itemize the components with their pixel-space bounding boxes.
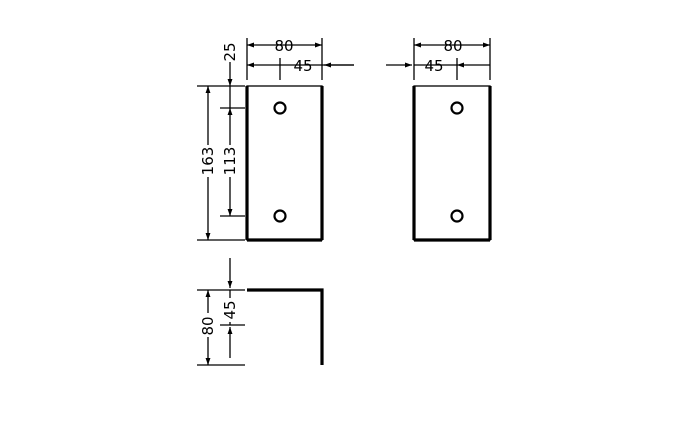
dim-text-45-side: 45 — [221, 300, 239, 319]
dim-text-80-top-right: 80 — [443, 37, 462, 55]
front-view-right: 80 45 — [386, 37, 492, 242]
dimension-45-top-left: 45 — [247, 57, 354, 75]
dim-text-80-side: 80 — [199, 316, 217, 335]
dim-text-80-top-left: 80 — [274, 37, 293, 55]
hole-top-right — [450, 101, 464, 115]
dimension-80-side: 80 — [199, 290, 217, 365]
dimension-45-top-right: 45 — [386, 57, 490, 75]
dim-text-163-left: 163 — [199, 147, 217, 176]
angle-profile — [247, 288, 324, 365]
plate-outline-right — [412, 85, 492, 242]
dimension-113-left: 113 — [221, 108, 239, 216]
dimension-80-top-left: 80 — [247, 37, 322, 55]
side-view: 80 45 — [197, 258, 324, 366]
hole-top-left — [273, 101, 287, 115]
plate-outline-left — [245, 85, 324, 242]
hole-bottom-right — [450, 209, 464, 223]
front-view-left: 80 45 25 163 113 — [197, 37, 354, 242]
dimension-45-side: 45 — [221, 258, 239, 358]
dim-text-45-top-right: 45 — [424, 57, 443, 75]
dim-text-25-left: 25 — [221, 42, 239, 61]
dimension-163-left: 163 — [199, 86, 217, 240]
dimension-80-top-right: 80 — [414, 37, 490, 55]
dim-text-113-left: 113 — [221, 147, 239, 176]
hole-bottom-left — [273, 209, 287, 223]
dim-text-45-top-left: 45 — [293, 57, 312, 75]
dimension-25-left: 25 — [221, 42, 239, 108]
